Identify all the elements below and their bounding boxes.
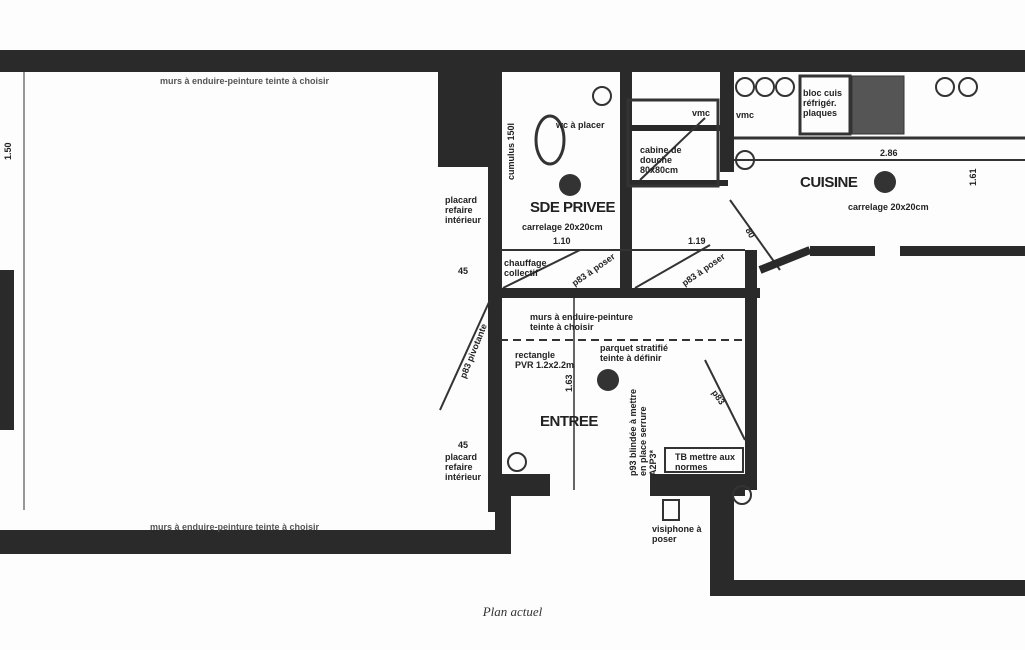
placard-1-dim: 45 (458, 266, 469, 276)
wc-label: wc à placer (556, 120, 605, 130)
entree-room-name: ENTREE (540, 413, 598, 430)
electric-panel-label: TB mettre aux normes (675, 452, 736, 472)
kitchen-floor: carrelage 20x20cm (848, 202, 929, 212)
heating-label: chauffage collectif (504, 258, 547, 278)
placard-1-label: placard refaire intérieur (445, 195, 482, 225)
sejour-walls-top: murs à enduire-peinture teinte à choisir (160, 76, 330, 86)
sejour-walls-bottom: murs à enduire-peinture teinte à choisir (150, 522, 320, 532)
entree-floor: parquet stratifié teinte à définir (600, 343, 669, 363)
entree-walls: murs à enduire-peinture teinte à choisir (530, 312, 634, 332)
sde-vmc-label: vmc (692, 108, 711, 118)
kitchen-room-name: CUISINE (800, 174, 858, 191)
sde-dim-width-2: 1.19 (688, 236, 706, 246)
sockets (507, 77, 978, 505)
kitchen-dim-length: 2.86 (880, 148, 898, 158)
sde-dim-width-1: 1.10 (553, 236, 571, 246)
plan-caption: Plan actuel (482, 604, 543, 619)
fixtures (23, 72, 1025, 521)
walls (0, 50, 1025, 596)
water-heater-label: cumulus 150l (506, 122, 516, 180)
sejour-dim-left: 1.50 (3, 142, 13, 160)
kitchen-block-label: bloc cuis réfrigér. plaques (803, 88, 843, 118)
placard-2-dim: 45 (458, 440, 469, 450)
shower-label: cabine de douche 80x80cm (640, 145, 682, 175)
sde-room-name: SDE PRIVEE (530, 199, 616, 216)
kitchen-dim-depth: 1.61 (968, 168, 978, 186)
intercom-label: visiphone à poser (652, 524, 702, 544)
entree-dim-depth: 1.63 (564, 374, 574, 392)
light-points (559, 171, 896, 391)
placard-2-label: placard refaire intérieur (445, 452, 482, 482)
entree-frame: rectangle PVR 1.2x2.2m (515, 350, 575, 370)
kitchen-vmc-label: vmc (736, 110, 755, 120)
front-door-label: p93 blindée à mettre en place serrure A2… (628, 388, 658, 476)
sde-floor: carrelage 20x20cm (522, 222, 603, 232)
